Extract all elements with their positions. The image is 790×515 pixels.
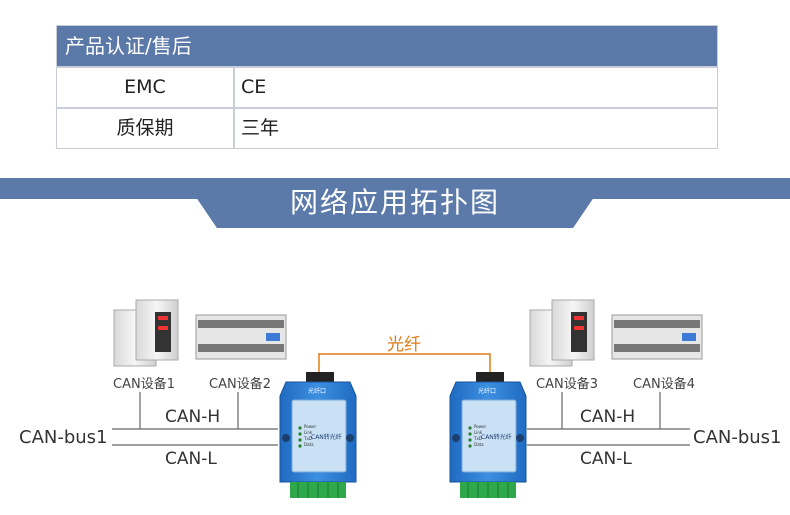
can-l-label: CAN-L [165, 449, 217, 469]
device-label: CAN设备4 [633, 377, 695, 392]
led-label: Link [304, 430, 313, 435]
converter-port-label: 光纤口 [478, 388, 497, 395]
device-label: CAN设备2 [209, 377, 271, 392]
spec-table-header: 产品认证/售后 [57, 26, 717, 66]
converter-model-label: CAN转光纤 [481, 434, 512, 441]
fiber-label: 光纤 [387, 335, 421, 355]
section-banner-tab [183, 178, 607, 228]
spec-table: 产品认证/售后 EMC CE 质保期 三年 [56, 25, 718, 149]
left-bus-lines [112, 392, 278, 446]
device-label: CAN设备1 [113, 377, 175, 392]
table-row: EMC CE [57, 66, 717, 107]
bus-label-right: CAN-bus1 [693, 427, 782, 448]
section-title: 网络应用拓扑图 [289, 186, 500, 219]
can-l-label: CAN-L [580, 449, 632, 469]
converter-model-label: CAN转光纤 [311, 434, 342, 441]
led-label: Power [474, 424, 487, 429]
can-h-label: CAN-H [580, 407, 636, 427]
spec-key: 质保期 [57, 109, 235, 148]
spec-value: CE [241, 76, 267, 98]
table-row: 质保期 三年 [57, 107, 717, 148]
spec-value: 三年 [241, 117, 280, 139]
can-device-4-icon [611, 314, 703, 360]
converter-port-label: 光纤口 [308, 388, 327, 395]
can-device-1-icon [113, 299, 179, 367]
fiber-link [318, 353, 491, 378]
right-converter-icon [449, 372, 527, 498]
led-label: Link [474, 430, 483, 435]
can-device-3-icon [529, 299, 595, 367]
led-label: Data [474, 442, 484, 447]
device-label: CAN设备3 [536, 377, 598, 392]
led-label: Data [304, 442, 314, 447]
led-label: TxD [304, 436, 312, 441]
led-label: TxD [474, 436, 482, 441]
led-label: Power [304, 424, 317, 429]
can-device-2-icon [195, 314, 287, 360]
right-bus-lines [527, 392, 690, 446]
bus-label-left: CAN-bus1 [19, 427, 108, 448]
left-converter-icon [279, 372, 357, 498]
spec-key: EMC [57, 68, 235, 107]
can-h-label: CAN-H [165, 407, 221, 427]
